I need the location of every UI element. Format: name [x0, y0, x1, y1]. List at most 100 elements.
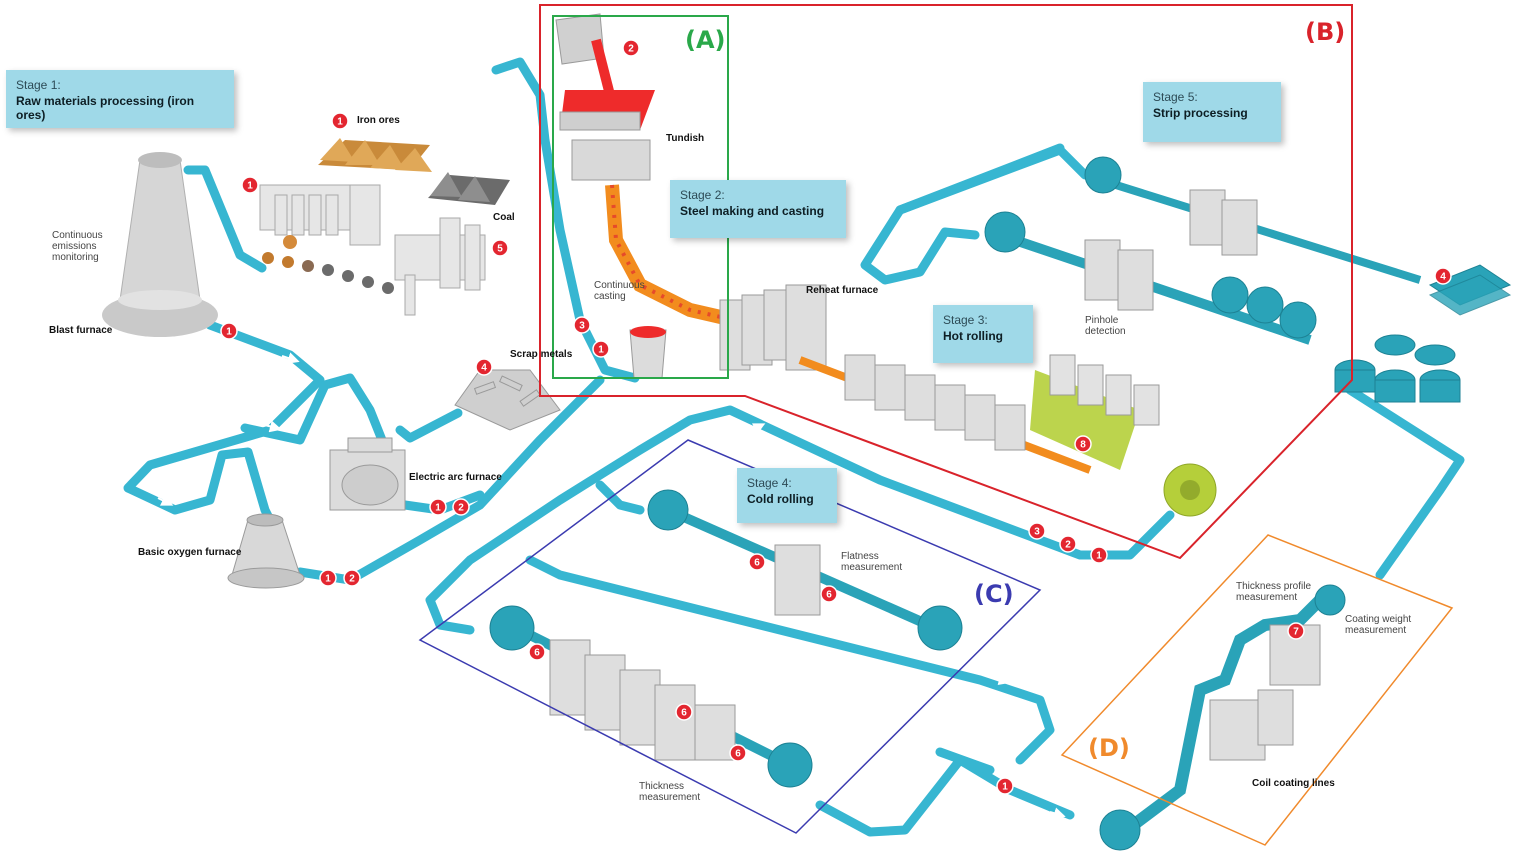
badge-circle [241, 176, 259, 194]
stage-5-title: Strip processing [1153, 106, 1248, 120]
number-badge: 4 [475, 358, 493, 376]
label-coal: Coal [493, 212, 515, 223]
stage-4-title: Cold rolling [747, 492, 814, 506]
number-badge: 4 [1434, 267, 1452, 285]
badge-number: 2 [628, 44, 634, 55]
number-badge: 6 [729, 744, 747, 762]
label-thickness-line1: Thickness [639, 781, 685, 792]
number-badge: 1 [220, 322, 238, 340]
label-blast-furnace: Blast furnace [49, 325, 113, 336]
strip-line-lower [984, 211, 1317, 345]
badge-number: 2 [1065, 540, 1071, 551]
blast-furnace [102, 152, 218, 337]
coil-stack [1334, 334, 1461, 403]
label-thickness-profile-line1: Thickness profile [1236, 581, 1312, 592]
badge-number: 6 [735, 749, 741, 760]
hot-rolling-stands [844, 354, 1026, 451]
label-coating-weight-line2: measurement [1345, 625, 1407, 636]
label-tundish: Tundish [666, 133, 705, 144]
badge-circle [220, 322, 238, 340]
label-cem-line3: monitoring [52, 252, 99, 263]
badge-circle [820, 585, 838, 603]
badge-circle [429, 498, 447, 516]
badge-number: 6 [534, 648, 540, 659]
number-badge: 3 [573, 316, 591, 334]
stage-4-box: Stage 4: Cold rolling [737, 468, 837, 523]
stage-1-number: Stage 1: [16, 78, 61, 92]
stage-1-box: Stage 1: Raw materials processing (iron … [6, 70, 234, 128]
number-badge: 1 [996, 777, 1014, 795]
label-flatness-measurement: Flatness measurement [841, 551, 902, 573]
label-cem: Continuous emissions monitoring [52, 230, 103, 263]
badge-number: 6 [681, 708, 687, 719]
badge-circle [331, 112, 349, 130]
badge-number: 1 [247, 181, 253, 192]
number-badge: 1 [331, 112, 349, 130]
pellet-row [262, 235, 394, 294]
badge-number: 4 [481, 363, 487, 374]
label-electric-arc-furnace: Electric arc furnace [409, 472, 502, 483]
electric-arc-furnace [329, 437, 406, 511]
number-badge: 1 [319, 569, 337, 587]
number-badge: 1 [429, 498, 447, 516]
badge-circle [343, 569, 361, 587]
number-badge: 6 [675, 703, 693, 721]
badge-number: 1 [226, 327, 232, 338]
number-badge: 2 [343, 569, 361, 587]
pipe-raw-to-blast [183, 165, 267, 273]
stage-2-number: Stage 2: [680, 188, 725, 202]
number-badge: 5 [491, 239, 509, 257]
pipe-bottom2 [935, 747, 995, 775]
badge-circle [729, 744, 747, 762]
pipe-cold-inner2 [525, 555, 1055, 765]
stage-2-title: Steel making and casting [680, 204, 825, 218]
region-b-outline [539, 4, 1353, 560]
stage-5-box: Stage 5: Strip processing [1143, 82, 1281, 142]
badge-circle [1434, 267, 1452, 285]
badge-circle [996, 777, 1014, 795]
region-a-label: (A) [685, 26, 726, 54]
casting-strand [605, 184, 727, 325]
stage-3-box: Stage 3: Hot rolling [933, 305, 1033, 363]
stage-3-title: Hot rolling [943, 329, 1003, 343]
badge-number: 3 [579, 321, 585, 332]
badge-circle [1059, 535, 1077, 553]
stage-2-box: Stage 2: Steel making and casting [670, 180, 846, 238]
number-badge: 2 [622, 39, 640, 57]
coil-coating-line [1099, 584, 1346, 851]
number-badge: 1 [241, 176, 259, 194]
number-badge: 1 [592, 340, 610, 358]
stage-3-number: Stage 3: [943, 313, 988, 327]
number-badge: 2 [452, 498, 470, 516]
stage-4-number: Stage 4: [747, 476, 792, 490]
number-badge: 6 [820, 585, 838, 603]
iron-ore-piles [318, 138, 432, 172]
label-reheat-furnace: Reheat furnace [806, 285, 879, 296]
scrap-metal-pile [454, 369, 561, 431]
pipe-scrap-eaf [395, 408, 463, 443]
label-continuous-casting-line2: casting [594, 291, 626, 302]
number-badge: 7 [1287, 622, 1305, 640]
label-thickness-profile: Thickness profile measurement [1236, 581, 1311, 603]
reheat-furnace [719, 284, 827, 371]
label-pinhole-detection: Pinhole detection [1085, 315, 1126, 337]
number-badge: 3 [1028, 522, 1046, 540]
strip-line-upper [1084, 156, 1422, 284]
label-cem-line1: Continuous [52, 230, 103, 241]
badge-number: 1 [435, 503, 441, 514]
badge-number: 1 [1002, 782, 1008, 793]
label-flatness-line2: measurement [841, 562, 903, 573]
pipe-loop-eaf [240, 373, 387, 445]
pipe-cold-inner [595, 480, 645, 515]
pipe-right-loop [1345, 385, 1465, 580]
badge-circle [573, 316, 591, 334]
badge-circle [675, 703, 693, 721]
sinter-plant [259, 184, 381, 246]
pipe-stage5-loop [860, 145, 1090, 285]
badge-circle [452, 498, 470, 516]
ladle-pour [555, 13, 615, 97]
label-coating-weight: Coating weight measurement [1345, 614, 1411, 636]
badge-number: 7 [1293, 627, 1299, 638]
badge-circle [1028, 522, 1046, 540]
coke-plant [394, 217, 486, 316]
